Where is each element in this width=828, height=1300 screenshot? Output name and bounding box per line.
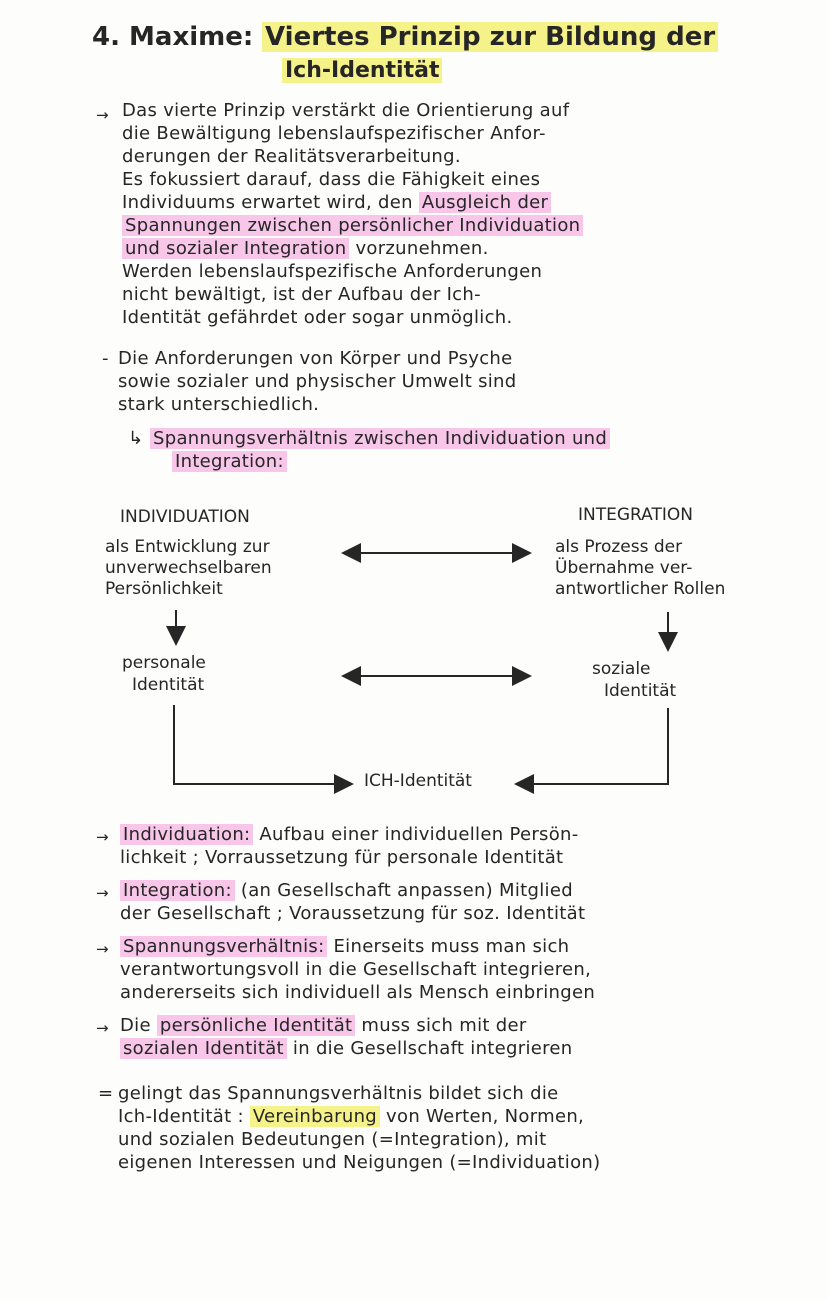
page-subtitle: Ich-Identität — [282, 58, 443, 83]
highlight-ausgleich: Ausgleich der — [418, 192, 552, 213]
summary-3-text: Einerseits muss man sich — [327, 936, 570, 957]
summary-1-line-2: lichkeit ; Vorraussetzung für personale … — [120, 847, 564, 868]
tension-line-2: Integration: — [172, 451, 287, 473]
diagram-left-title: INDIVIDUATION — [120, 507, 250, 527]
diagram-ich-identity: ICH-Identität — [364, 771, 472, 791]
summary-4-text-2: in die Gesellschaft integrieren — [286, 1038, 573, 1059]
intro-line-4: Es fokussiert darauf, dass die Fähigkeit… — [122, 169, 541, 190]
diagram-right-desc-3: antwortlicher Rollen — [555, 579, 726, 599]
conclusion-line-2-pre: Ich-Identität : — [118, 1106, 250, 1127]
summary-2-line-1: Integration: (an Gesellschaft anpassen) … — [120, 880, 573, 902]
summary-arrow-1: → — [96, 828, 109, 846]
diagram-right-title: INTEGRATION — [578, 505, 693, 525]
intro-line-6: Spannungen zwischen persönlicher Individ… — [122, 215, 584, 237]
intro-line-5-text: Individuums erwartet wird, den — [122, 192, 419, 213]
demands-line-1: Die Anforderungen von Körper und Psyche — [118, 348, 513, 369]
summary-3-line-2: verantwortungsvoll in die Gesellschaft i… — [120, 959, 592, 980]
intro-line-3: derungen der Realitätsverarbeitung. — [122, 146, 461, 167]
conclusion-line-4: eigenen Interessen und Neigungen (=Indiv… — [118, 1152, 601, 1173]
diagram-social-identity-2: Identität — [604, 681, 677, 701]
highlight-individuation: Individuation: — [120, 824, 254, 845]
summary-4-line-2: sozialen Identität in die Gesellschaft i… — [120, 1038, 573, 1060]
intro-line-7-tail: vorzunehmen. — [349, 238, 489, 259]
conclusion-line-2-post: von Werten, Normen, — [380, 1106, 585, 1127]
summary-3-line-3: andererseits sich individuell als Mensch… — [120, 982, 596, 1003]
tension-arrow: ↳ — [128, 428, 144, 449]
demands-line-3: stark unterschiedlich. — [118, 394, 320, 415]
highlight-spannungsverhaeltnis: Spannungsverhältnis: — [120, 936, 328, 957]
summary-2-text: (an Gesellschaft anpassen) Mitglied — [234, 880, 573, 901]
intro-line-1: Das vierte Prinzip verstärkt die Orienti… — [122, 100, 570, 121]
summary-arrow-2: → — [96, 884, 109, 902]
highlight-spannungen: Spannungen zwischen persönlicher Individ… — [122, 215, 584, 236]
summary-4-line-1: Die persönliche Identität muss sich mit … — [120, 1015, 527, 1037]
diagram-left-desc-1: als Entwicklung zur — [105, 537, 270, 557]
summary-arrow-3: → — [96, 940, 109, 958]
intro-line-2: die Bewältigung lebenslaufspezifischer A… — [122, 123, 546, 144]
demands-line-2: sowie sozialer und physischer Umwelt sin… — [118, 371, 517, 392]
summary-1-text: Aufbau einer individuellen Persön- — [253, 824, 579, 845]
diagram-right-desc-1: als Prozess der — [555, 537, 683, 557]
tension-heading: Spannungsverhältnis zwischen Individuati… — [150, 428, 611, 449]
highlight-integration: Integration: — [120, 880, 235, 901]
page-title-main: Viertes Prinzip zur Bildung der — [262, 22, 719, 52]
highlight-sozialer-integration: und sozialer Integration — [122, 238, 350, 259]
intro-line-5: Individuums erwartet wird, den Ausgleich… — [122, 192, 552, 214]
demands-dash: - — [102, 348, 109, 369]
summary-2-line-2: der Gesellschaft ; Voraussetzung für soz… — [120, 903, 586, 924]
highlight-persoenliche-identitaet: persönliche Identität — [156, 1015, 356, 1036]
diagram-personal-identity-1: personale — [122, 653, 206, 673]
summary-3-line-1: Spannungsverhältnis: Einerseits muss man… — [120, 936, 569, 958]
page-subtitle-text: Ich-Identität — [282, 58, 443, 83]
highlight-vereinbarung: Vereinbarung — [249, 1106, 381, 1127]
intro-arrow: → — [96, 106, 109, 124]
summary-4-pre: Die — [120, 1015, 157, 1036]
intro-line-9: nicht bewältigt, ist der Aufbau der Ich- — [122, 284, 481, 305]
diagram-right-desc-2: Übernahme ver- — [555, 558, 693, 578]
arrow-left-to-ich — [173, 705, 354, 794]
conclusion-equals: = — [98, 1083, 114, 1104]
tension-heading-2: Integration: — [172, 451, 287, 472]
diagram-left-desc-3: Persönlichkeit — [105, 579, 223, 599]
diagram-personal-identity-2: Identität — [132, 675, 205, 695]
summary-1-line-1: Individuation: Aufbau einer individuelle… — [120, 824, 579, 846]
intro-line-8: Werden lebenslaufspezifische Anforderung… — [122, 261, 543, 282]
summary-arrow-4: → — [96, 1019, 109, 1037]
arrow-right-to-ich — [514, 708, 669, 794]
intro-line-7: und sozialer Integration vorzunehmen. — [122, 238, 489, 260]
conclusion-line-2: Ich-Identität : Vereinbarung von Werten,… — [118, 1106, 584, 1128]
conclusion-line-1: gelingt das Spannungsverhältnis bildet s… — [118, 1083, 559, 1104]
diagram-left-desc-2: unverwechselbaren — [105, 558, 272, 578]
diagram-social-identity-1: soziale — [592, 659, 651, 679]
tension-line-1: Spannungsverhältnis zwischen Individuati… — [150, 428, 611, 450]
page-title: Viertes Prinzip zur Bildung der — [262, 22, 719, 52]
page-title-prefix: 4. Maxime: — [92, 22, 254, 52]
summary-4-text: muss sich mit der — [355, 1015, 527, 1036]
highlight-soziale-identitaet: sozialen Identität — [120, 1038, 287, 1059]
conclusion-line-3: und sozialen Bedeutungen (=Integration),… — [118, 1129, 547, 1150]
intro-line-10: Identität gefährdet oder sogar unmöglich… — [122, 307, 513, 328]
